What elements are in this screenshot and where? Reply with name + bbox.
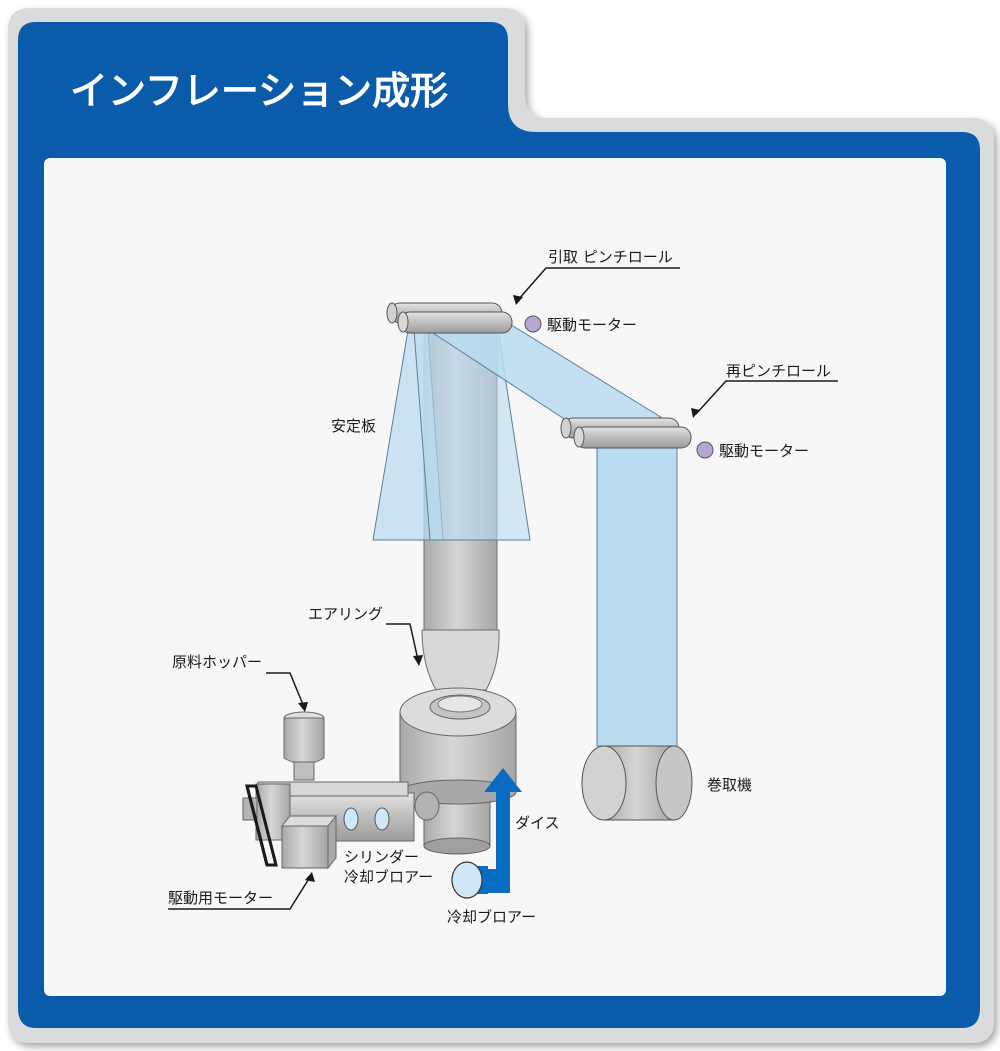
label-drive-motor-top: 駆動モーター xyxy=(547,316,637,334)
drive-motor-unit xyxy=(242,783,338,870)
take-up-pinch-roll xyxy=(386,302,513,334)
film-bubble-neck xyxy=(421,629,500,691)
label-die: ダイス xyxy=(515,814,560,832)
label-winder: 巻取機 xyxy=(707,776,752,794)
cylinder-window-2 xyxy=(374,807,390,831)
re-pinch-roll xyxy=(560,417,692,449)
label-drive-motor-right: 駆動モーター xyxy=(719,442,809,460)
label-air-ring: エアリング xyxy=(308,605,383,623)
label-cylinder-blower-line2: 冷却ブロアー xyxy=(344,868,433,886)
label-drive-motor-bottom: 駆動用モーター xyxy=(168,889,273,907)
label-cooling-blower: 冷却ブロアー xyxy=(447,908,536,926)
film-web-vertical xyxy=(596,443,678,747)
label-stabilizer-plate: 安定板 xyxy=(331,417,376,435)
winder-roll xyxy=(581,745,693,821)
label-take-up-pinch-roll: 引取 ピンチロール xyxy=(548,248,673,266)
motor-dot-top xyxy=(524,315,542,333)
page-title: インフレーション成形 xyxy=(70,69,448,113)
label-cylinder-blower-line1: シリンダー xyxy=(344,848,419,866)
label-re-pinch-roll: 再ピンチロール xyxy=(726,362,831,380)
air-flow-arrow xyxy=(484,768,522,893)
label-hopper: 原料ホッパー xyxy=(172,653,262,671)
leader-lines xyxy=(168,267,838,910)
raw-material-hopper xyxy=(283,711,325,781)
cooling-blower xyxy=(451,768,522,899)
cylinder-window-1 xyxy=(343,807,359,831)
leader-arrowheads xyxy=(298,295,700,882)
motor-dot-right xyxy=(696,441,714,459)
